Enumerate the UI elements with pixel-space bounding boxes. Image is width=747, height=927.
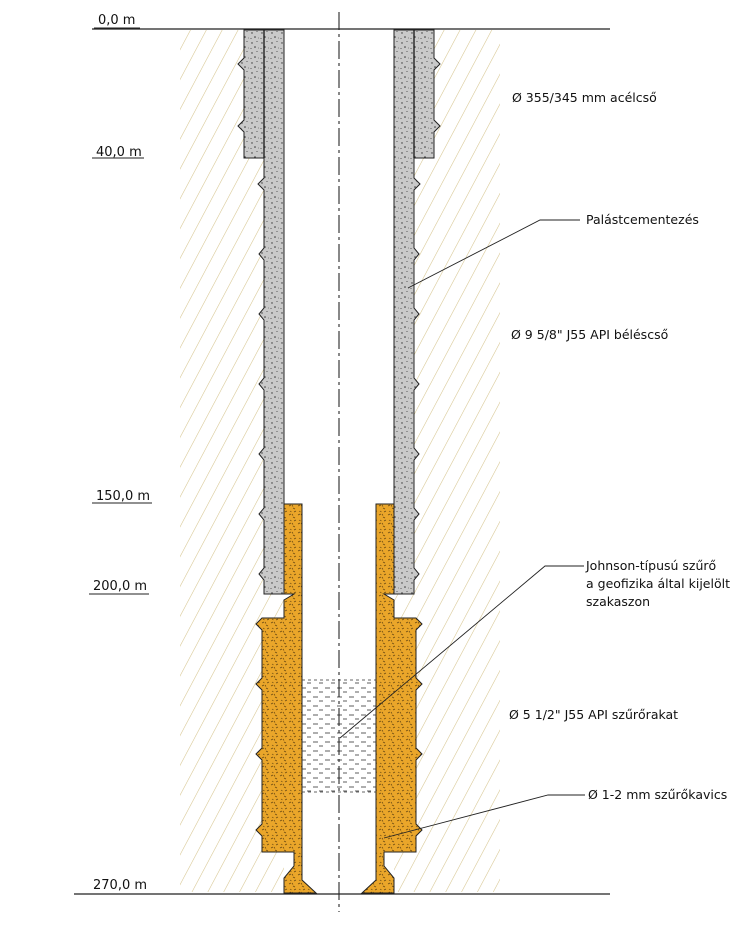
label-filter-line-1: Johnson-típusú szűrő [585, 558, 716, 573]
label-casing: Ø 9 5/8" J55 API béléscső [511, 327, 668, 342]
label-filter-line-3: szakaszon [586, 594, 650, 609]
leader-gravel [383, 794, 585, 839]
leader-cementing [407, 219, 580, 289]
gravel-pack-right [360, 503, 423, 894]
label-screen-pipe: Ø 5 1/2" J55 API szűrőrakat [509, 707, 678, 722]
depth-label-270: 270,0 m [93, 878, 147, 893]
casing-cement-left [257, 29, 285, 595]
depth-label-40: 40,0 m [96, 145, 142, 160]
leader-filter [339, 565, 584, 739]
depth-label-200: 200,0 m [93, 579, 147, 594]
depth-label-0: 0,0 m [98, 13, 135, 28]
label-filter-line-2: a geofizika által kijelölt [586, 576, 730, 591]
gravel-pack-left [255, 503, 318, 894]
casing-cement-right [393, 29, 421, 595]
label-cementing: Palástcementezés [586, 212, 699, 227]
depth-label-150: 150,0 m [96, 489, 150, 504]
label-gravel: Ø 1-2 mm szűrőkavics [588, 787, 727, 802]
steel-pipe-cement-right [413, 29, 441, 159]
label-steel-pipe: Ø 355/345 mm acélcső [512, 90, 657, 105]
